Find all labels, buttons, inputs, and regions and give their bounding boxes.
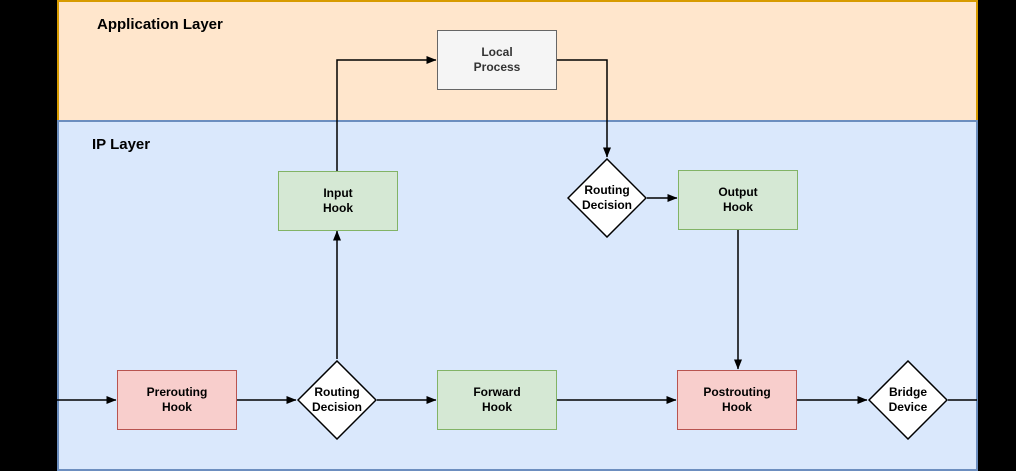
node-routing-decision-bottom-label: Routing Decision (311, 385, 362, 414)
node-output-hook-label: Output Hook (718, 185, 758, 214)
layer-ip-label: IP Layer (92, 136, 151, 153)
node-bridge-device-label: Bridge Device (888, 385, 928, 414)
layer-application: Application Layer (57, 0, 978, 120)
node-local-process-label: Local Process (473, 45, 521, 74)
node-prerouting-hook-label: Prerouting Hook (146, 385, 208, 414)
layer-application-label: Application Layer (97, 16, 223, 33)
diamond-shape-icon (868, 360, 948, 440)
diamond-shape-icon (297, 360, 377, 440)
node-routing-decision-top: Routing Decision (567, 158, 647, 238)
node-routing-decision-bottom: Routing Decision (297, 360, 377, 440)
node-forward-hook-label: Forward Hook (473, 385, 521, 414)
node-prerouting-hook: Prerouting Hook (117, 370, 237, 430)
node-bridge-device: Bridge Device (868, 360, 948, 440)
node-forward-hook: Forward Hook (437, 370, 557, 430)
node-local-process: Local Process (437, 30, 557, 90)
node-postrouting-hook-label: Postrouting Hook (703, 385, 771, 414)
node-output-hook: Output Hook (678, 170, 798, 230)
node-input-hook: Input Hook (278, 171, 398, 231)
node-postrouting-hook: Postrouting Hook (677, 370, 797, 430)
diamond-shape-icon (567, 158, 647, 238)
node-input-hook-label: Input Hook (323, 186, 353, 215)
node-routing-decision-top-label: Routing Decision (581, 183, 632, 212)
